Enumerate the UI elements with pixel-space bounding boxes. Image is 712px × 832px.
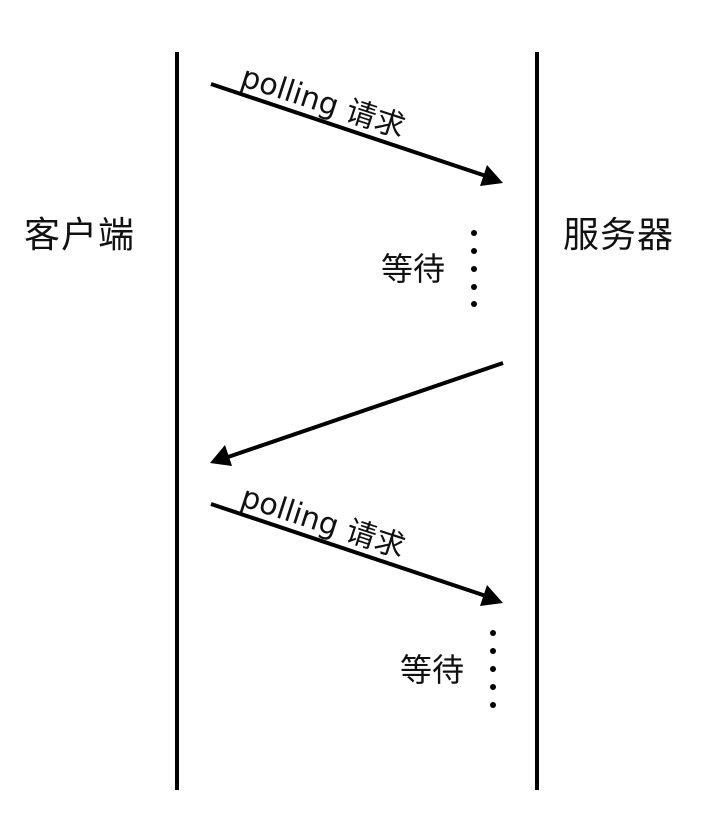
request-arrow-2 <box>210 502 503 606</box>
client-label: 客户端 <box>24 215 136 256</box>
server-label: 服务器 <box>563 215 675 256</box>
wait-label-2: 等待 <box>400 651 465 689</box>
response-arrow <box>210 361 504 466</box>
request-arrow-1 <box>210 82 503 186</box>
wait-dots-1 <box>471 230 477 307</box>
wait-label-1: 等待 <box>381 250 446 288</box>
wait-dots-2 <box>490 630 496 708</box>
